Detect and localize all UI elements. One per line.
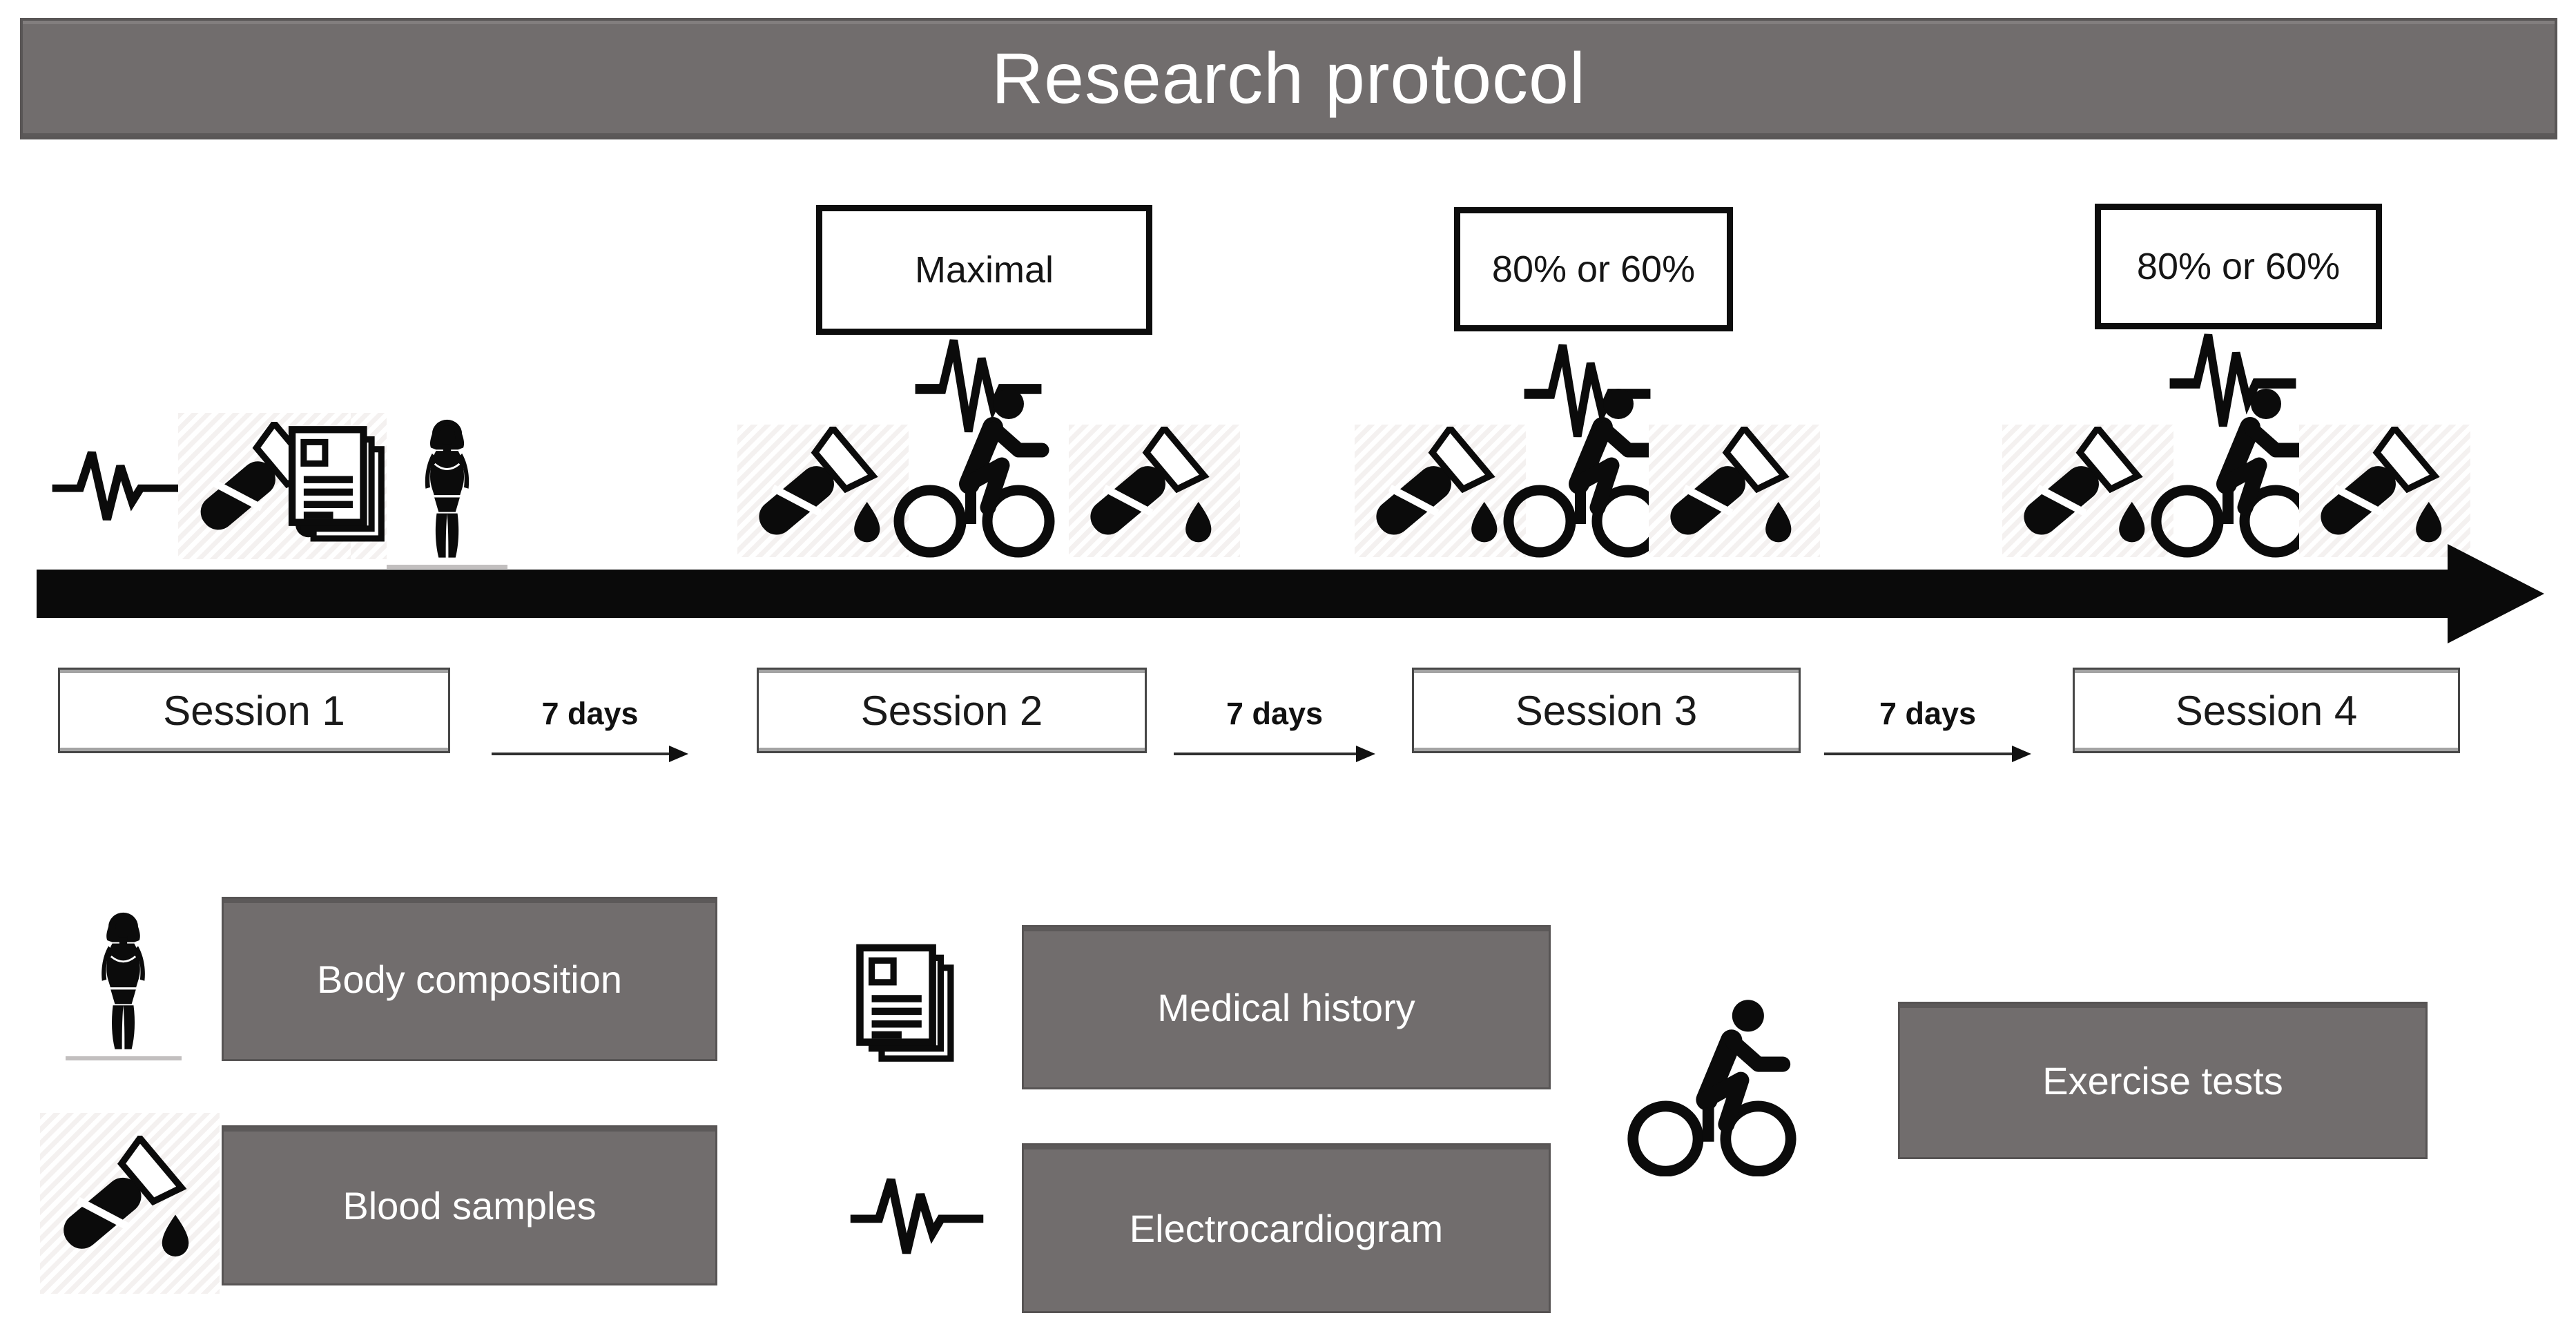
legend-label: Blood samples	[342, 1183, 597, 1227]
blood-sample-hatch-panel	[2002, 425, 2173, 557]
arrow-head	[1356, 746, 1375, 762]
blood-sample-icon	[54, 1136, 206, 1271]
session-label: Session 3	[1515, 687, 1698, 734]
session-1-box: Session 1	[58, 668, 450, 753]
medical-history-icon	[846, 942, 967, 1069]
body-figure-icon	[85, 911, 162, 1056]
session-3-box: Session 3	[1412, 668, 1801, 753]
cyclist-icon	[1614, 996, 1811, 1176]
cyclist-icon	[882, 384, 1068, 558]
legend-label: Exercise tests	[2042, 1058, 2283, 1103]
legend-label: Medical history	[1157, 985, 1415, 1029]
arrow-head	[2012, 746, 2031, 762]
gap-label: 7 days	[541, 696, 639, 731]
intensity-label: Maximal	[914, 249, 1054, 291]
blood-sample-hatch-panel	[737, 425, 909, 557]
intensity-box-session2: Maximal	[816, 205, 1152, 335]
gap-label: 7 days	[1879, 696, 1977, 731]
gap-3: 7 days	[1824, 696, 2031, 762]
gap-1: 7 days	[492, 696, 688, 762]
blood-sample-hatch-panel	[1069, 425, 1240, 557]
title-bar: Research protocol	[20, 18, 2557, 139]
legend-label: Body composition	[316, 957, 622, 1001]
session-4-box: Session 4	[2073, 668, 2460, 753]
intensity-label: 80% or 60%	[1491, 249, 1696, 290]
timeline-arrowhead	[2448, 544, 2544, 643]
blood-sample-icon	[2311, 427, 2459, 555]
blood-sample-hatch-panel	[40, 1113, 220, 1294]
body-figure-card	[66, 902, 182, 1060]
arrow-shaft	[1824, 753, 2013, 755]
arrow-head	[669, 746, 688, 762]
body-figure-card	[387, 409, 507, 569]
gap-label: 7 days	[1226, 696, 1324, 731]
legend-box-body-composition: Body composition	[222, 897, 717, 1061]
blood-sample-hatch-panel	[1355, 425, 1526, 557]
blood-sample-icon	[1660, 427, 1808, 555]
cyclist-icon	[2139, 384, 2325, 558]
blood-sample-icon	[1081, 427, 1228, 555]
session-label: Session 2	[860, 687, 1043, 734]
gap-2: 7 days	[1174, 696, 1375, 762]
session-2-box: Session 2	[757, 668, 1147, 753]
arrow-shaft	[1174, 753, 1357, 755]
session-label: Session 1	[163, 687, 345, 734]
legend-box-medical-history: Medical history	[1022, 925, 1551, 1089]
ecg-icon	[50, 442, 184, 532]
legend-label: Electrocardiogram	[1129, 1206, 1444, 1250]
legend-box-electrocardiogram: Electrocardiogram	[1022, 1143, 1551, 1313]
intensity-box-session3: 80% or 60%	[1454, 207, 1733, 331]
intensity-label: 80% or 60%	[2136, 246, 2341, 287]
right-arrow-icon	[492, 746, 688, 762]
body-figure-icon	[407, 418, 488, 565]
legend-box-blood-samples: Blood samples	[222, 1125, 717, 1285]
ecg-icon	[848, 1168, 986, 1266]
medical-history-icon	[280, 423, 396, 551]
session-label: Session 4	[2175, 687, 2358, 734]
right-arrow-icon	[1174, 746, 1375, 762]
right-arrow-icon	[1824, 746, 2031, 762]
arrow-shaft	[492, 753, 670, 755]
blood-sample-hatch-panel	[1649, 425, 1820, 557]
blood-sample-hatch-panel	[2299, 425, 2470, 557]
legend-box-exercise-tests: Exercise tests	[1898, 1002, 2428, 1159]
timeline-arrow-bar	[37, 570, 2448, 618]
intensity-box-session4: 80% or 60%	[2095, 204, 2382, 329]
blood-sample-icon	[749, 427, 897, 555]
page-title: Research protocol	[991, 38, 1586, 119]
